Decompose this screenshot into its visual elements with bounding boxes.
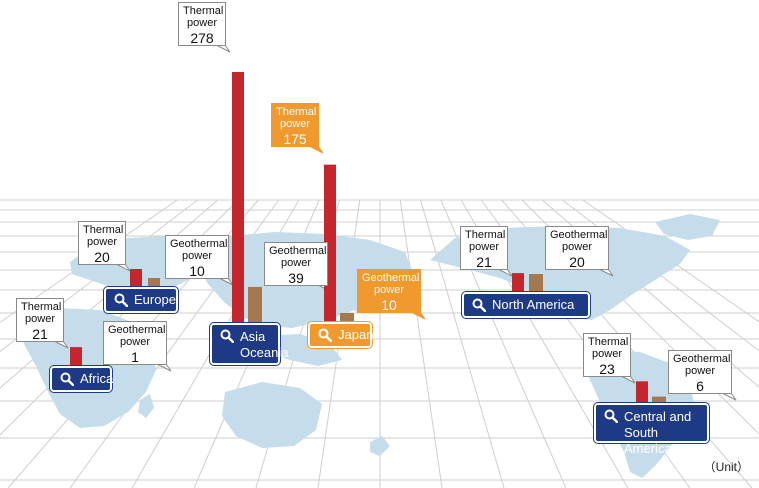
thermal-callout-japan-label-line: Thermal	[276, 106, 317, 118]
region-button-africa-text: Africa	[80, 371, 113, 387]
magnifier-icon	[114, 293, 128, 307]
thermal-callout-europe-value: 20	[94, 249, 110, 265]
thermal-bar-north-america	[512, 273, 524, 292]
thermal-callout-africa-label-line: Thermal	[21, 301, 62, 313]
thermal-callout-africa-label-line: power	[25, 313, 55, 325]
geothermal-callout-europe-label-line: power	[182, 250, 212, 262]
geothermal-callout-europe-label-line: Geothermal	[170, 238, 228, 250]
geothermal-callout-africa-value: 1	[131, 349, 139, 365]
geothermal-bar-central-south-america	[652, 396, 666, 402]
thermal-bar-central-south-america	[636, 381, 648, 402]
geothermal-callout-asia-oceania-label-line: power	[281, 257, 311, 269]
geothermal-callout-central-south-america-label-line: Geothermal	[673, 353, 731, 365]
bars	[53, 44, 737, 402]
thermal-callout-europe-label-line: power	[87, 236, 117, 248]
region-button-africa[interactable]: Africa	[50, 366, 113, 392]
region-button-europe-label: Europe	[134, 292, 176, 307]
thermal-callout-asia-oceania-pointer	[215, 44, 231, 53]
thermal-callout-asia-oceania-label-line: Thermal	[183, 5, 224, 17]
continent-new-zealand	[370, 436, 390, 456]
region-button-asia-oceania-label: Oceania	[240, 345, 289, 360]
thermal-callout-japan-label-line: power	[280, 118, 310, 130]
geothermal-callout-north-america-value: 20	[569, 254, 585, 270]
thermal-bar-asia-oceania	[232, 72, 244, 322]
region-button-central-south-america-label: South America	[624, 425, 672, 456]
geothermal-callout-north-america-label-line: power	[562, 241, 592, 253]
geothermal-callout-asia-oceania-label-line: Geothermal	[269, 245, 327, 257]
grid-line-vertical	[420, 199, 505, 488]
continent-australia	[222, 382, 322, 448]
continent-madagascar	[138, 394, 154, 418]
geothermal-bar-africa	[86, 365, 96, 366]
continent-greenland	[655, 214, 720, 240]
thermal-callout-asia-oceania-label-line: power	[187, 17, 217, 29]
region-button-europe-text: Europe	[134, 292, 176, 308]
thermal-callout-japan-pointer	[308, 145, 324, 154]
geothermal-callout-japan-value: 10	[381, 297, 397, 313]
magnifier-icon	[318, 328, 332, 342]
thermal-callout-central-south-america-value: 23	[599, 361, 615, 377]
thermal-bar-africa	[70, 347, 82, 366]
geothermal-callout-japan-label-line: power	[374, 284, 404, 296]
region-button-japan-text: Japan	[338, 327, 373, 343]
thermal-callout-japan-value: 175	[283, 131, 307, 147]
thermal-callout-north-america-label-line: power	[469, 241, 499, 253]
thermal-callout-africa-value: 21	[32, 326, 48, 342]
geothermal-callout-japan-label-line: Geothermal	[362, 272, 420, 284]
geothermal-bar-japan	[340, 313, 354, 322]
geothermal-callout-north-america-label-line: Geothermal	[550, 229, 608, 241]
geothermal-bar-asia-oceania	[248, 286, 262, 322]
geothermal-callout-africa-label-line: Geothermal	[108, 324, 166, 336]
geothermal-bar-north-america	[529, 274, 543, 292]
geothermal-callout-europe-value: 10	[189, 263, 205, 279]
magnifier-icon	[60, 372, 74, 386]
geothermal-bar-europe	[148, 278, 160, 287]
geothermal-callout-central-south-america-label-line: power	[685, 365, 715, 377]
region-button-north-america-label: North America	[492, 297, 575, 312]
magnifier-icon	[220, 329, 234, 343]
region-button-north-america[interactable]: North America	[462, 292, 590, 318]
region-button-central-south-america-label: Central and	[624, 409, 692, 424]
magnifier-icon	[472, 298, 486, 312]
magnifier-icon	[604, 409, 618, 423]
thermal-callout-central-south-america-label-line: Thermal	[588, 336, 629, 348]
region-button-japan[interactable]: Japan	[308, 322, 373, 348]
region-button-north-america-text: North America	[492, 297, 574, 313]
region-button-africa-label: Africa	[80, 371, 114, 386]
region-button-japan-label: Japan	[338, 327, 374, 342]
thermal-callout-asia-oceania-value: 278	[190, 30, 214, 46]
unit-label: （Unit）	[703, 460, 749, 474]
thermal-callout-north-america-value: 21	[476, 254, 492, 270]
thermal-callout-central-south-america-label-line: power	[592, 348, 622, 360]
region-button-asia-oceania-label: Asia	[240, 329, 266, 344]
geothermal-callout-africa-label-line: power	[120, 336, 150, 348]
grid-line-vertical	[399, 199, 443, 488]
geothermal-callout-asia-oceania-value: 39	[288, 270, 304, 286]
thermal-callout-europe-label-line: Thermal	[83, 224, 124, 236]
geothermal-callout-central-south-america-value: 6	[696, 378, 704, 394]
region-button-europe[interactable]: Europe	[104, 287, 178, 313]
thermal-bar-europe	[130, 269, 142, 287]
thermal-callout-north-america-label-line: Thermal	[465, 229, 506, 241]
